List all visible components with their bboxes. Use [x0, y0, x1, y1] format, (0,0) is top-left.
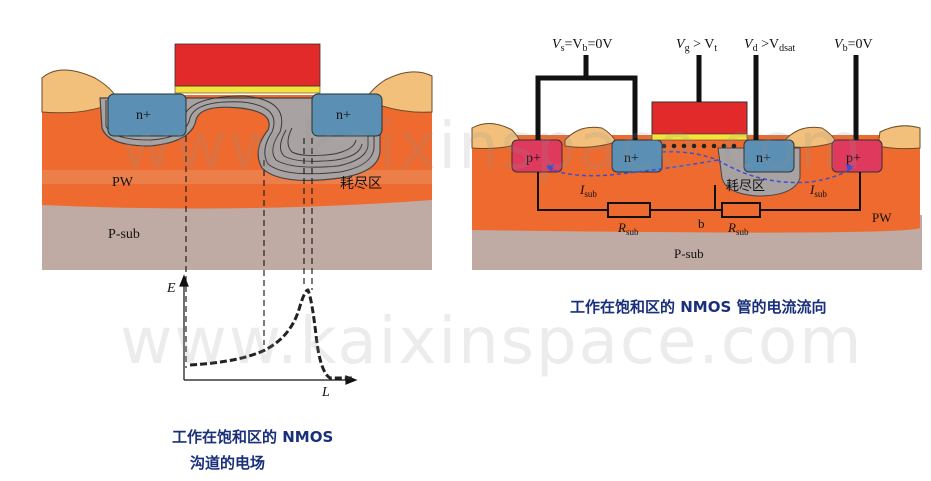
n-plus-right	[311, 93, 383, 137]
substrate-resistor-right	[721, 202, 761, 218]
pw-label: PW	[872, 210, 892, 225]
psub-label: P-sub	[674, 246, 704, 261]
left-cross-section-diagram: n+ n+ PW 耗尽区 P-sub E L	[41, 43, 433, 400]
gate-voltage-label: Vg > Vt	[676, 37, 717, 54]
l-axis-label: L	[321, 385, 330, 400]
n-plus-right	[743, 139, 795, 173]
gate-oxide	[174, 85, 321, 94]
node-b-label: b	[698, 216, 705, 231]
electron-flow-arrow	[661, 150, 719, 161]
substrate-resistor-left	[607, 202, 651, 218]
n-plus-right-label: n+	[756, 151, 771, 166]
field-oxide-4	[877, 125, 921, 150]
depletion-label: 耗尽区	[340, 176, 382, 192]
body-voltage-label: Vb=0V	[834, 37, 873, 54]
right-cross-section-diagram: p+ n+ n+ p+ Vs=Vb=0V Vg > Vt Vd >Vdsat V…	[471, 37, 922, 270]
e-axis-label: E	[166, 281, 176, 296]
electric-field-curve	[189, 288, 352, 380]
isub-right-label: Isub	[809, 182, 827, 199]
isub-left-label: Isub	[579, 182, 597, 199]
n-plus-left-label: n+	[136, 108, 151, 123]
field-oxide-2	[564, 126, 617, 148]
p-plus-right-label: p+	[846, 151, 861, 166]
pw-label: PW	[112, 175, 134, 190]
field-oxide-3	[784, 126, 837, 148]
drain-voltage-label: Vd >Vdsat	[744, 37, 795, 54]
p-plus-left-label: p+	[526, 151, 541, 166]
substrate-current-left	[547, 159, 719, 177]
p-well	[472, 135, 920, 233]
poly-gate	[651, 101, 748, 135]
depletion-label: 耗尽区	[726, 178, 765, 193]
left-caption-line1: 工作在饱和区的 NMOS	[172, 428, 334, 446]
psub-label: P-sub	[108, 227, 140, 242]
poly-gate	[174, 43, 321, 87]
right-caption: 工作在饱和区的 NMOS 管的电流流向	[570, 298, 827, 316]
n-plus-left	[107, 93, 187, 137]
rsub-right-label: Rsub	[727, 220, 749, 237]
gate-oxide	[651, 133, 748, 141]
n-plus-right-label: n+	[336, 108, 351, 123]
field-oxide-1	[471, 123, 521, 149]
field-oxide-left	[41, 69, 119, 114]
left-caption-line2: 沟道的电场	[190, 454, 266, 472]
source-voltage-label: Vs=Vb=0V	[552, 37, 613, 54]
n-plus-left-label: n+	[624, 151, 639, 166]
rsub-left-label: Rsub	[617, 220, 639, 237]
channel-electrons	[661, 143, 737, 149]
substrate-current-right	[717, 159, 853, 184]
